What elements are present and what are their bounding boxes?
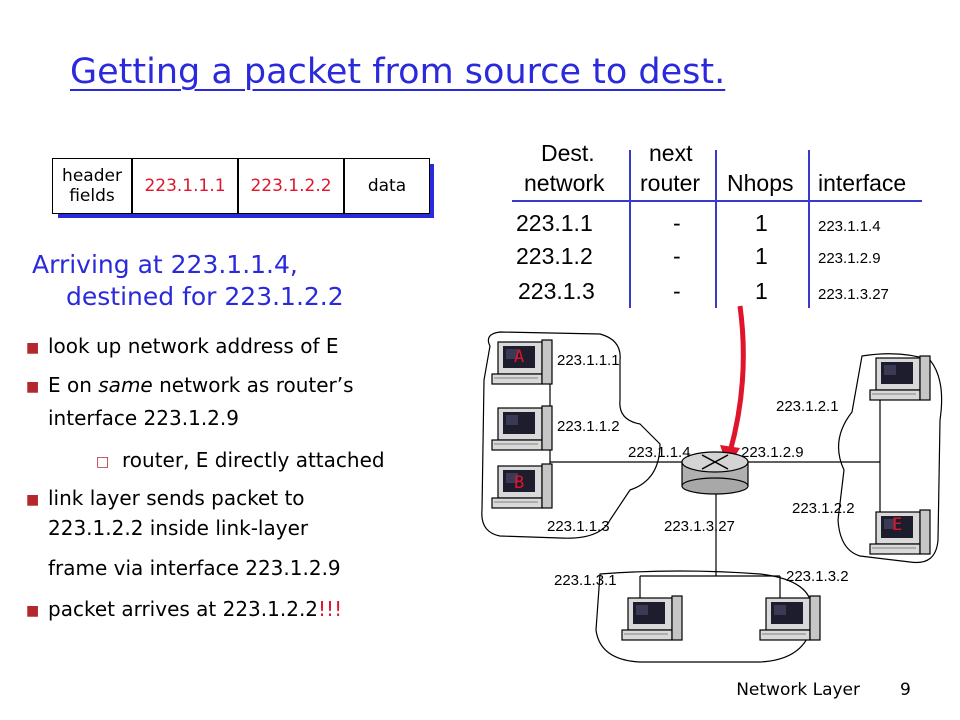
subnet-223-1-1-boundary (481, 331, 661, 539)
bullet-3-line-2: 223.1.2.2 inside link-layer (48, 516, 309, 540)
packet-diagram: header fields 223.1.1.1 223.1.2.2 data (52, 158, 434, 218)
router-icon (681, 451, 749, 495)
host-label-b: B (514, 473, 524, 493)
host-label-a: A (514, 347, 524, 367)
sub-bullet-1: □ router, E directly attached (96, 448, 385, 472)
slide-title: Getting a packet from source to dest. (70, 52, 726, 92)
bullet-marker-icon: ■ (26, 340, 40, 356)
ip-223-1-2-2: 223.1.2.2 (792, 500, 855, 517)
table-row-1-router: - (673, 210, 681, 236)
ip-223-1-1-3: 223.1.1.3 (547, 518, 610, 535)
table-row-3-network: 223.1.3 (518, 278, 595, 304)
table-row-3-nhops: 1 (755, 278, 768, 304)
host-223-1-1-2-computer-icon (491, 405, 553, 451)
table-row-1-interface: 223.1.1.4 (818, 218, 881, 235)
bullet-3-line-3: frame via interface 223.1.2.9 (48, 556, 341, 580)
packet-source-address: 223.1.1.1 (132, 158, 238, 214)
host-label-e: E (892, 515, 902, 535)
table-row-2-interface: 223.1.2.9 (818, 250, 881, 267)
table-row-2-nhops: 1 (755, 243, 768, 269)
host-223-1-3-2-computer-icon (759, 595, 821, 641)
host-223-1-2-1-computer-icon (869, 355, 931, 401)
bullet-marker-icon: ■ (26, 379, 40, 395)
sub-bullet-marker-icon: □ (96, 454, 110, 470)
ip-223-1-3-1: 223.1.3.1 (554, 572, 617, 589)
ip-223-1-1-1: 223.1.1.1 (557, 352, 620, 369)
packet-header-fields: header fields (52, 158, 132, 214)
bullet-2: ■ E on same network as router’s (26, 373, 354, 397)
intro-line-1: Arriving at 223.1.1.4, (32, 250, 298, 279)
bullet-marker-icon: ■ (26, 492, 40, 508)
table-row-2-network: 223.1.2 (516, 243, 593, 269)
table-header-network: network (524, 170, 605, 196)
lookup-arrow (727, 305, 746, 453)
bullet-marker-icon: ■ (26, 603, 40, 619)
table-row-3-interface: 223.1.3.27 (818, 286, 889, 303)
table-header-nhops: Nhops (727, 170, 794, 196)
table-row-1-network: 223.1.1 (516, 210, 593, 236)
ip-223-1-3-27: 223.1.3.27 (664, 518, 735, 535)
table-row-3-router: - (673, 278, 681, 304)
host-223-1-3-1-computer-icon (621, 595, 683, 641)
ip-223-1-2-9: 223.1.2.9 (741, 444, 804, 461)
ip-223-1-2-1: 223.1.2.1 (776, 398, 839, 415)
ip-223-1-1-2: 223.1.1.2 (557, 418, 620, 435)
ip-223-1-1-4: 223.1.1.4 (628, 444, 691, 461)
table-header-next: next (649, 140, 693, 166)
table-header-dest: Dest. (541, 140, 595, 166)
bullet-3: ■ link layer sends packet to (26, 486, 305, 510)
table-row-1-nhops: 1 (755, 210, 768, 236)
ip-223-1-3-2: 223.1.3.2 (786, 568, 849, 585)
table-header-interface: interface (818, 170, 907, 196)
table-header-router: router (640, 170, 701, 196)
intro-line-2: destined for 223.1.2.2 (66, 282, 344, 311)
intro-text: Arriving at 223.1.1.4, destined for 223.… (32, 249, 344, 313)
bullet-4: ■ packet arrives at 223.1.2.2!!! (26, 597, 343, 621)
packet-data: data (344, 158, 430, 214)
bullet-2-line-2: interface 223.1.2.9 (48, 406, 239, 430)
footer-text: Network Layer (736, 680, 860, 700)
bullet-1: ■ look up network address of E (26, 334, 339, 358)
table-row-2-router: - (673, 243, 681, 269)
packet-dest-address: 223.1.2.2 (238, 158, 344, 214)
page-number: 9 (900, 680, 911, 700)
